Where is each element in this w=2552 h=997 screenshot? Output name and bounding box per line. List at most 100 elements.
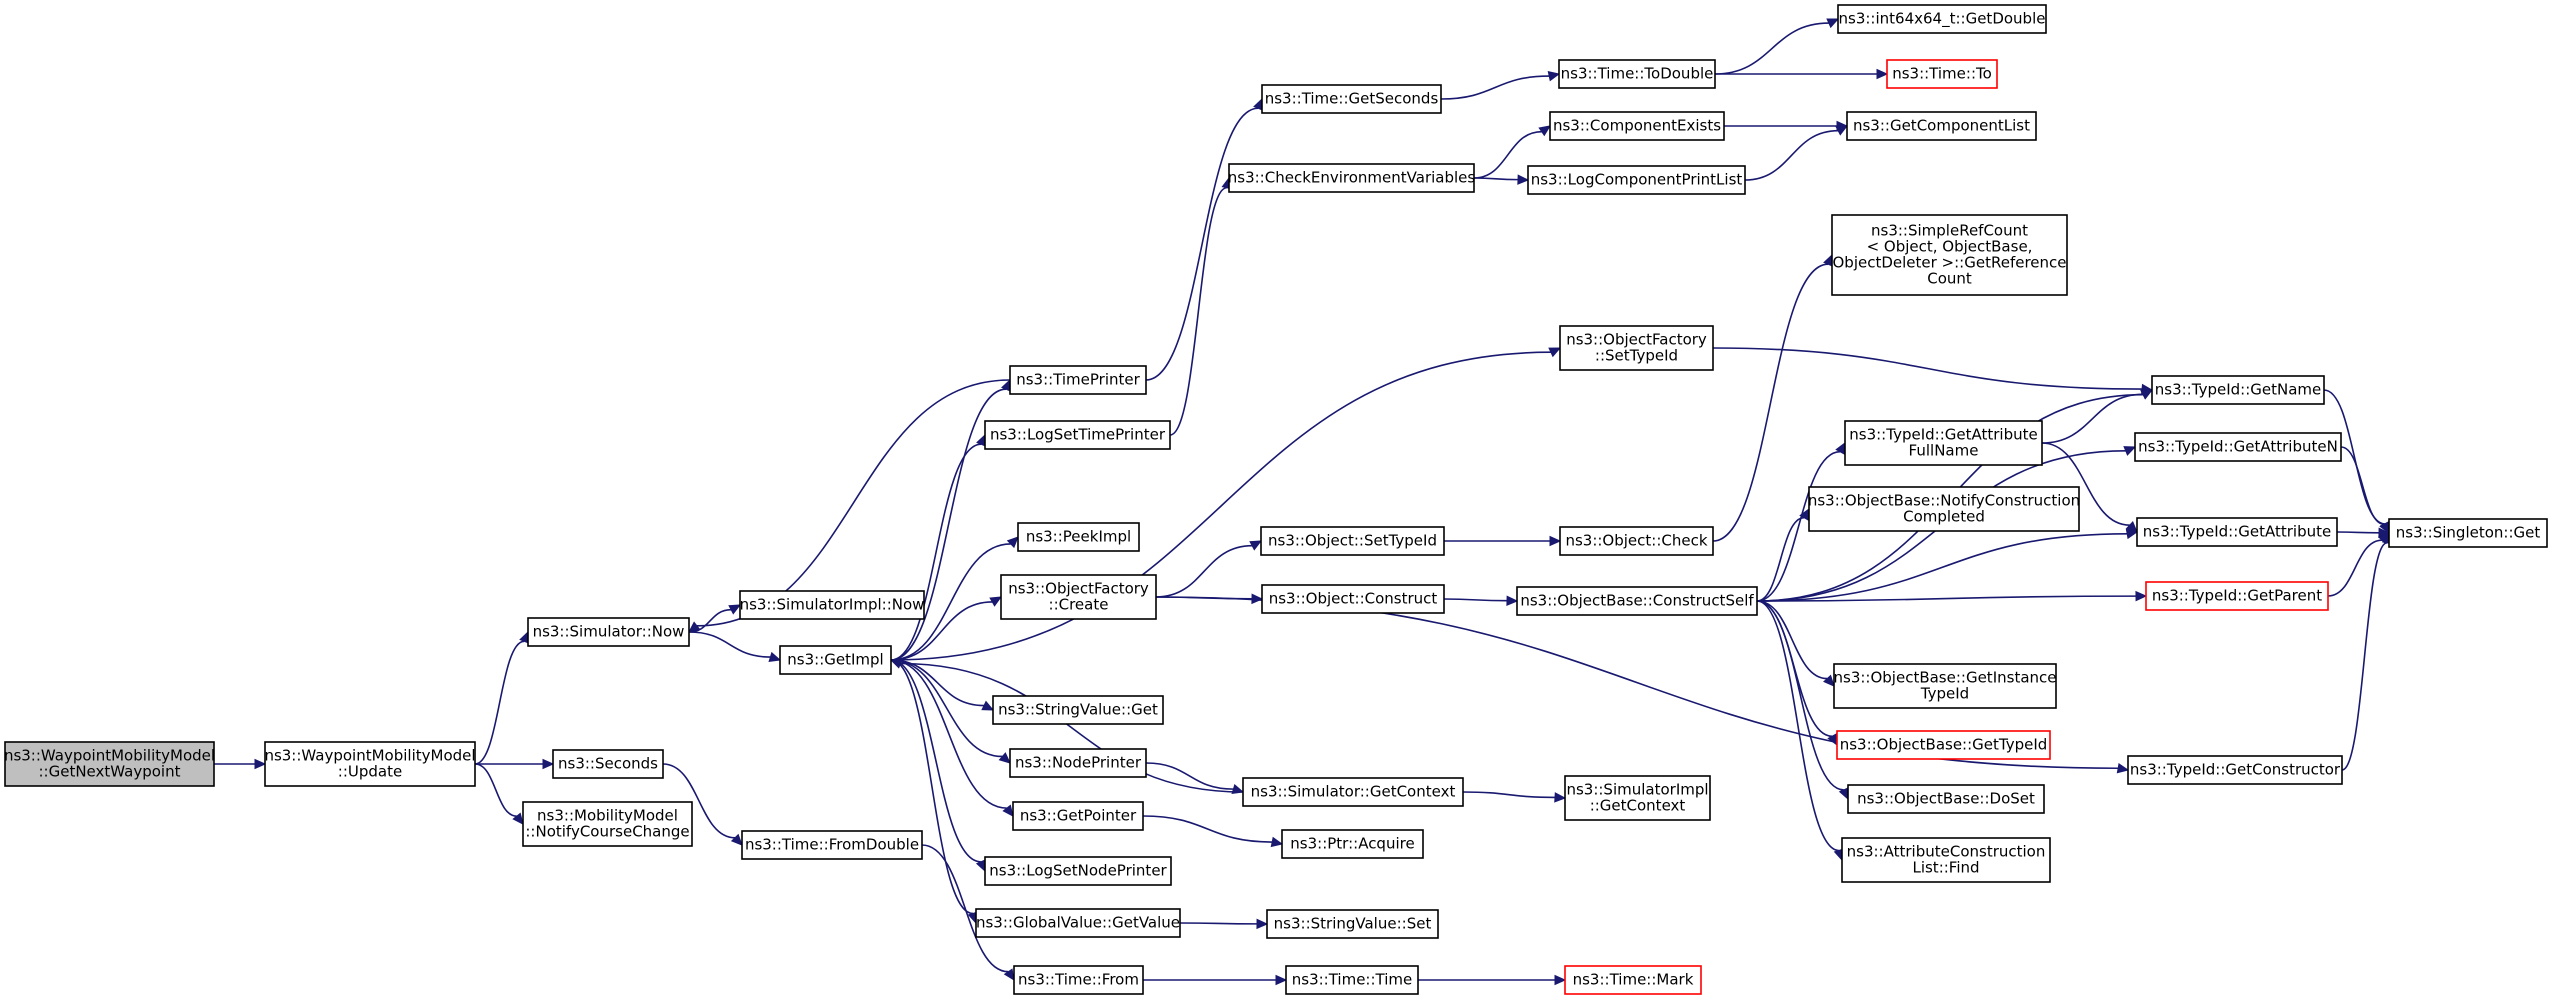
node-obGetTypeId[interactable]: ns3::ObjectBase::GetTypeId xyxy=(1836,730,2051,760)
node-label-obGetTypeId-line-0: ns3::ObjectBase::GetTypeId xyxy=(1840,736,2048,754)
node-simNow[interactable]: ns3::Simulator::Now xyxy=(527,617,690,647)
node-timeGetSeconds[interactable]: ns3::Time::GetSeconds xyxy=(1261,84,1442,114)
node-componentExists[interactable]: ns3::ComponentExists xyxy=(1549,111,1725,141)
node-doSet[interactable]: ns3::ObjectBase::DoSet xyxy=(1847,784,2045,814)
node-getNextWaypoint[interactable]: ns3::WaypointMobilityModel::GetNextWaypo… xyxy=(4,741,215,787)
edge-logComponentPrintList-to-getComponentList xyxy=(1744,129,1839,181)
edge-checkEnv-to-logComponentPrintList xyxy=(1473,177,1519,181)
node-timeMark[interactable]: ns3::Time::Mark xyxy=(1564,965,1702,995)
edge-ofCreate-to-objectSetTypeId xyxy=(1155,544,1253,598)
node-box-checkEnv xyxy=(1228,163,1475,193)
node-objectConstruct[interactable]: ns3::Object::Construct xyxy=(1261,584,1445,614)
node-getComponentList[interactable]: ns3::GetComponentList xyxy=(1846,111,2037,141)
node-objectCheck[interactable]: ns3::Object::Check xyxy=(1559,526,1714,556)
node-label-getImpl-line-0: ns3::GetImpl xyxy=(787,651,883,669)
edge-getAttrFullName-to-getName xyxy=(2041,393,2143,444)
arrowhead-update-to-notifyCourseChange xyxy=(512,812,524,825)
node-label-update-line-0: ns3::WaypointMobilityModel xyxy=(264,747,475,765)
node-fromDouble[interactable]: ns3::Time::FromDouble xyxy=(741,830,923,860)
node-label-simImplGetContext-line-0: ns3::SimulatorImpl xyxy=(1566,781,1708,799)
node-timeToDouble[interactable]: ns3::Time::ToDouble xyxy=(1558,59,1716,89)
node-simGetContext[interactable]: ns3::Simulator::GetContext xyxy=(1242,777,1464,807)
node-label-objectCheck-line-0: ns3::Object::Check xyxy=(1565,532,1707,550)
edge-getAttrFullName-to-getAttribute xyxy=(2041,442,2130,526)
node-label-getPointer-line-0: ns3::GetPointer xyxy=(1020,807,1137,825)
node-box-getConstructor xyxy=(2127,755,2343,785)
node-label-simGetContext-line-0: ns3::Simulator::GetContext xyxy=(1251,783,1456,801)
node-ofCreate[interactable]: ns3::ObjectFactory::Create xyxy=(1000,574,1157,620)
arrowhead-objectSetTypeId-to-objectCheck xyxy=(1549,535,1562,547)
edge-simNow-to-getImpl xyxy=(688,631,771,658)
node-refCount[interactable]: ns3::SimpleRefCount< Object, ObjectBase,… xyxy=(1831,214,2068,296)
node-notifyConstructionCompleted[interactable]: ns3::ObjectBase::NotifyConstructionCompl… xyxy=(1808,486,2080,532)
node-label-stringValueGet-line-0: ns3::StringValue::Get xyxy=(998,701,1158,719)
node-simImplNow[interactable]: ns3::SimulatorImpl::Now xyxy=(739,590,925,620)
node-label-timeToDouble-line-0: ns3::Time::ToDouble xyxy=(1561,65,1714,83)
edge-simGetContext-to-getImpl xyxy=(900,662,1244,793)
node-box-objectConstruct xyxy=(1261,584,1445,614)
node-label-getInstanceTypeId-line-0: ns3::ObjectBase::GetInstance xyxy=(1834,669,2057,687)
node-timePrinter[interactable]: ns3::TimePrinter xyxy=(1009,365,1147,395)
node-getParent[interactable]: ns3::TypeId::GetParent xyxy=(2145,581,2329,611)
node-checkEnv[interactable]: ns3::CheckEnvironmentVariables xyxy=(1228,163,1476,193)
node-box-objectSetTypeId xyxy=(1260,526,1445,556)
node-getAttributeN[interactable]: ns3::TypeId::GetAttributeN xyxy=(2134,432,2342,462)
node-label-ofSetTypeId-line-1: ::SetTypeId xyxy=(1595,347,1678,365)
node-getConstructor[interactable]: ns3::TypeId::GetConstructor xyxy=(2127,755,2343,785)
node-label-getAttrFullName-line-1: FullName xyxy=(1909,442,1979,460)
arrowhead-checkEnv-to-componentExists xyxy=(1538,125,1552,137)
node-box-timePrinter xyxy=(1009,365,1147,395)
node-label-refCount-line-1: < Object, ObjectBase, xyxy=(1867,238,2033,256)
node-box-notifyConstructionCompleted xyxy=(1808,486,2080,532)
arrowhead-ofCreate-to-objectSetTypeId xyxy=(1249,540,1263,551)
node-constructSelf[interactable]: ns3::ObjectBase::ConstructSelf xyxy=(1516,586,1758,616)
node-ptrAcquire[interactable]: ns3::Ptr::Acquire xyxy=(1281,829,1424,859)
arrowhead-objectConstruct-to-constructSelf xyxy=(1506,595,1519,606)
node-getPointer[interactable]: ns3::GetPointer xyxy=(1012,801,1144,831)
node-box-logSetNodePrinter xyxy=(984,856,1172,886)
node-label-timeMark-line-0: ns3::Time::Mark xyxy=(1573,971,1694,989)
node-label-timeTime-line-0: ns3::Time::Time xyxy=(1292,971,1413,989)
node-timeFrom[interactable]: ns3::Time::From xyxy=(1013,965,1144,995)
arrowhead-simGetContext-to-getImpl xyxy=(889,658,903,669)
node-box-getPointer xyxy=(1012,801,1144,831)
node-nodePrinter[interactable]: ns3::NodePrinter xyxy=(1009,748,1147,778)
node-timeTime[interactable]: ns3::Time::Time xyxy=(1285,965,1419,995)
node-simImplGetContext[interactable]: ns3::SimulatorImpl::GetContext xyxy=(1564,775,1711,821)
edge-getImpl-to-ofSetTypeId xyxy=(890,351,1551,661)
node-label-seconds-line-0: ns3::Seconds xyxy=(558,755,658,773)
node-int64GetDouble[interactable]: ns3::int64x64_t::GetDouble xyxy=(1837,4,2047,34)
node-box-stringValueSet xyxy=(1266,909,1439,939)
node-singletonGet[interactable]: ns3::Singleton::Get xyxy=(2388,518,2548,548)
node-logSetNodePrinter[interactable]: ns3::LogSetNodePrinter xyxy=(984,856,1172,886)
node-ofSetTypeId[interactable]: ns3::ObjectFactory::SetTypeId xyxy=(1559,325,1714,371)
node-globalValueGetValue[interactable]: ns3::GlobalValue::GetValue xyxy=(975,908,1181,938)
node-logSetTimePrinter[interactable]: ns3::LogSetTimePrinter xyxy=(984,420,1171,450)
node-peekImpl[interactable]: ns3::PeekImpl xyxy=(1017,522,1140,552)
arrowhead-getImpl-to-getPointer xyxy=(1002,804,1014,817)
node-timeTo[interactable]: ns3::Time::To xyxy=(1886,59,1998,89)
node-label-logSetNodePrinter-line-0: ns3::LogSetNodePrinter xyxy=(989,862,1167,880)
node-box-seconds xyxy=(552,749,664,779)
arrowhead-getImpl-to-nodePrinter xyxy=(998,752,1011,764)
node-box-notifyCourseChange xyxy=(522,801,693,847)
node-getAttribute[interactable]: ns3::TypeId::GetAttribute xyxy=(2136,517,2338,547)
node-box-ofCreate xyxy=(1000,574,1157,620)
node-update[interactable]: ns3::WaypointMobilityModel::Update xyxy=(264,741,476,787)
node-getImpl[interactable]: ns3::GetImpl xyxy=(779,645,892,675)
node-seconds[interactable]: ns3::Seconds xyxy=(552,749,664,779)
node-getName[interactable]: ns3::TypeId::GetName xyxy=(2151,375,2325,405)
edge-seconds-to-fromDouble xyxy=(662,763,736,839)
arrowhead-globalValueGetValue-to-stringValueSet xyxy=(1256,918,1269,930)
node-logComponentPrintList[interactable]: ns3::LogComponentPrintList xyxy=(1527,165,1746,195)
node-stringValueSet[interactable]: ns3::StringValue::Set xyxy=(1266,909,1439,939)
node-stringValueGet[interactable]: ns3::StringValue::Get xyxy=(992,695,1164,725)
node-label-getName-line-0: ns3::TypeId::GetName xyxy=(2155,381,2321,399)
node-objectSetTypeId[interactable]: ns3::Object::SetTypeId xyxy=(1260,526,1445,556)
node-notifyCourseChange[interactable]: ns3::MobilityModel::NotifyCourseChange xyxy=(522,801,693,847)
arrowhead-simNow-to-simImplNow xyxy=(728,604,742,615)
